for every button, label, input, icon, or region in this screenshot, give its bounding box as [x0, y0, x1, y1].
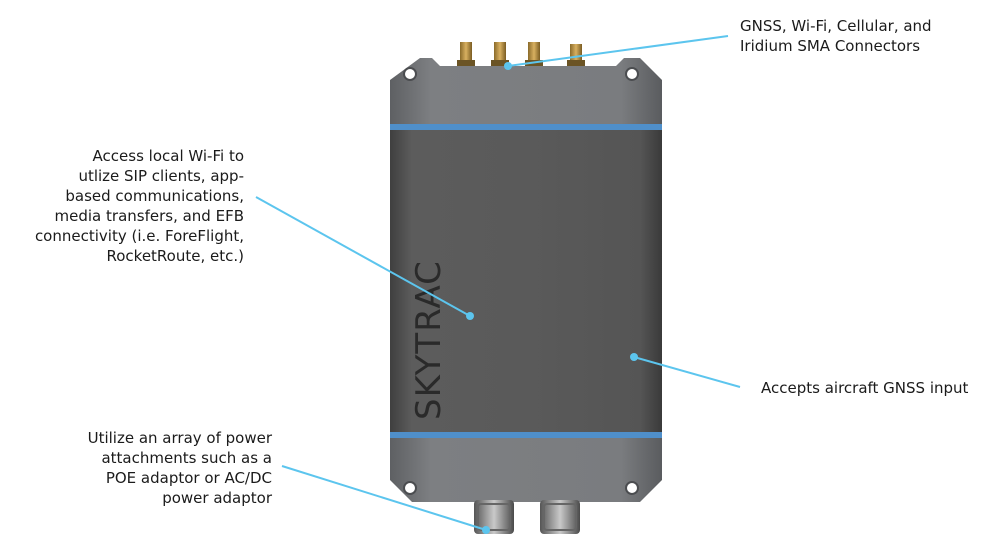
- sma-connector-3: [525, 42, 543, 68]
- mounting-hole-top-left: [403, 67, 417, 81]
- callout-dot-connectors: [504, 62, 512, 70]
- callout-gnss-input: Accepts aircraft GNSS input: [761, 379, 969, 397]
- callout-lines: [255, 35, 741, 531]
- mounting-hole-bottom-right: [625, 481, 639, 495]
- power-connector-left: [474, 500, 514, 534]
- power-connector-right: [540, 500, 580, 534]
- sma-connectors: [457, 42, 585, 68]
- callout-dot-gnss: [630, 353, 638, 361]
- callout-connectors: GNSS, Wi-Fi, Cellular, and Iridium SMA C…: [740, 17, 932, 55]
- device-body: [390, 126, 662, 436]
- sma-connector-2: [491, 42, 509, 68]
- bottom-stripe: [390, 432, 662, 438]
- callout-dots: [466, 62, 638, 534]
- callout-wifi: Access local Wi-Fi to utlize SIP clients…: [34, 147, 244, 265]
- top-end-cap: [390, 58, 662, 128]
- mounting-hole-bottom-left: [403, 481, 417, 495]
- sma-connector-1: [457, 42, 475, 68]
- callout-line-gnss: [633, 356, 741, 388]
- top-stripe: [390, 124, 662, 130]
- callout-dot-wifi: [466, 312, 474, 320]
- bottom-end-cap-left-corner: [390, 480, 412, 502]
- callout-line-power: [281, 465, 487, 531]
- callout-line-wifi: [255, 196, 471, 317]
- mounting-hole-top-right: [625, 67, 639, 81]
- callout-power: Utilize an array of power attachments su…: [87, 429, 272, 507]
- bottom-end-cap: [390, 438, 662, 502]
- sma-connector-4: [567, 44, 585, 68]
- brand-text: SKYTRAC: [409, 260, 449, 420]
- callout-line-connectors: [507, 35, 729, 67]
- callout-dot-power: [482, 526, 490, 534]
